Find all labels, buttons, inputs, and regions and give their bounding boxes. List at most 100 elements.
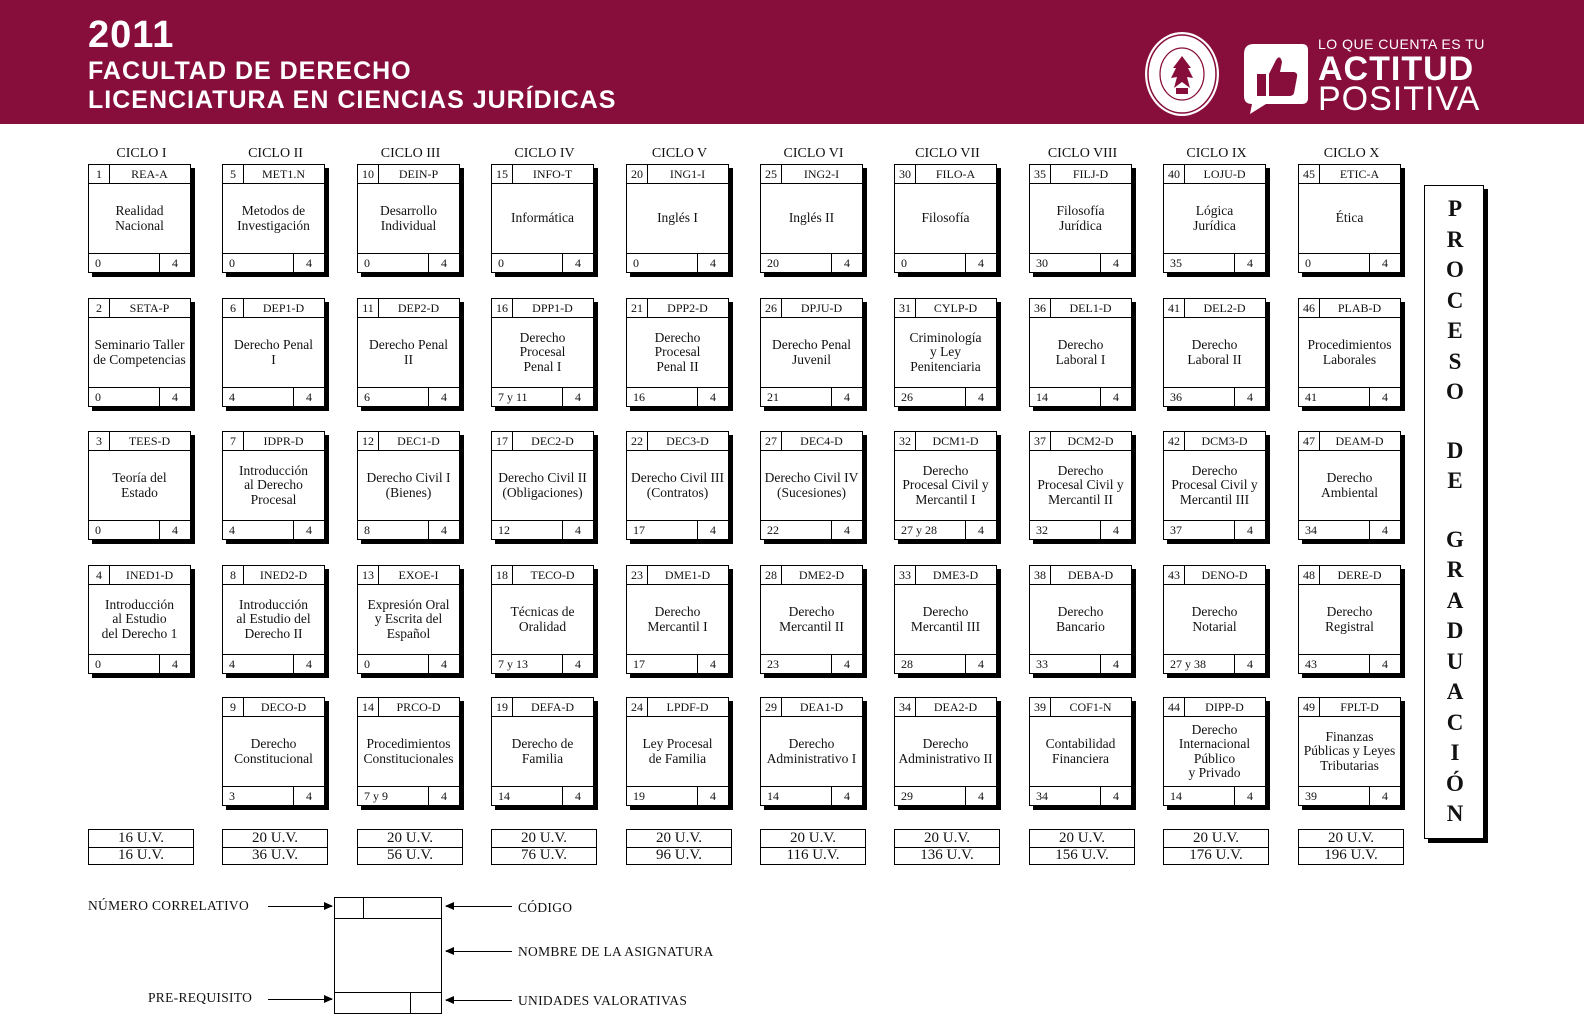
course-name: Derecho Mercantil III	[910, 604, 981, 634]
course-units: 4	[428, 521, 459, 539]
course-code: DEIN-P	[398, 167, 439, 181]
proceso-letter: E	[1447, 468, 1463, 493]
uv-summary: 16 U.V.16 U.V.	[88, 829, 194, 865]
course-code: DECO-D	[260, 700, 307, 714]
course-code: DPP2-D	[667, 301, 708, 315]
course-prerequisite: 14	[1170, 789, 1182, 803]
header-banner: 2011 FACULTAD DE DERECHO LICENCIATURA EN…	[0, 0, 1584, 124]
course-units: 4	[428, 254, 459, 272]
course-number: 14	[358, 698, 379, 716]
ciclo-label: CICLO VII	[915, 146, 980, 161]
proceso-letter: R	[1446, 557, 1464, 582]
course-number: 40	[1164, 165, 1185, 183]
course-number: 42	[1164, 432, 1185, 450]
course-prerequisite: 29	[901, 789, 913, 803]
course-name: Derecho Penal Juvenil	[771, 337, 852, 367]
course-name: Derecho Penal I	[233, 337, 314, 367]
course-code: INED2-D	[259, 568, 308, 582]
slogan-bottom: POSITIVA	[1318, 80, 1481, 118]
course-code: PLAB-D	[1337, 301, 1382, 315]
course-units: 4	[1369, 254, 1400, 272]
course-prerequisite: 34	[1036, 789, 1048, 803]
course-name: Derecho Procesal Penal I	[519, 329, 566, 374]
course-units: 4	[1100, 254, 1131, 272]
ciclo-label: CICLO IX	[1186, 146, 1247, 161]
course-prerequisite: 33	[1036, 657, 1048, 671]
proceso-letter: U	[1446, 648, 1464, 674]
course-units: 4	[831, 655, 862, 673]
uv-acumulado: 96 U.V.	[656, 847, 702, 863]
course-units: 4	[831, 388, 862, 406]
course-prerequisite: 4	[229, 390, 235, 404]
course-name: Derecho Mercantil II	[779, 604, 844, 634]
course-name: Seminario Taller de Competencias	[93, 337, 186, 367]
course-units: 4	[562, 254, 593, 272]
course-code: DEA1-D	[799, 700, 844, 714]
course-code: SETA-P	[129, 301, 170, 315]
course-name: Técnicas de Oralidad	[510, 604, 575, 634]
course-name: Derecho Notarial	[1191, 604, 1238, 634]
course-code: CYLP-D	[933, 301, 978, 315]
course-name: Inglés I	[657, 210, 698, 226]
course-number: 18	[492, 566, 513, 584]
proceso-letter: O	[1446, 257, 1464, 282]
course-units: 4	[1369, 521, 1400, 539]
course-units: 4	[965, 787, 996, 805]
course-number: 27	[761, 432, 782, 450]
course-units: 4	[159, 655, 190, 673]
course-units: 4	[1234, 655, 1265, 673]
course-prerequisite: 0	[901, 256, 907, 270]
course-number: 4	[89, 566, 110, 584]
course-name: Derecho Civil III (Contratos)	[631, 470, 724, 500]
course-code: DERE-D	[1337, 568, 1382, 582]
course-prerequisite: 8	[364, 523, 370, 537]
course-prerequisite: 17	[633, 523, 645, 537]
course-prerequisite: 14	[498, 789, 510, 803]
course-number: 7	[223, 432, 244, 450]
course-number: 43	[1164, 566, 1185, 584]
course-prerequisite: 7 y 13	[498, 657, 528, 671]
course-name: Realidad Nacional	[115, 203, 164, 233]
course-prerequisite: 21	[767, 390, 779, 404]
course-number: 12	[358, 432, 379, 450]
course-number: 33	[895, 566, 916, 584]
course-name: Ética	[1335, 210, 1364, 226]
legend-nombre-arrow	[445, 947, 512, 955]
uv-summary: 20 U.V.36 U.V.	[222, 829, 328, 865]
course-units: 4	[428, 388, 459, 406]
course-code: DEA2-D	[933, 700, 978, 714]
course-code: DEL2-D	[1203, 301, 1246, 315]
course-code: COF1-N	[1069, 700, 1112, 714]
